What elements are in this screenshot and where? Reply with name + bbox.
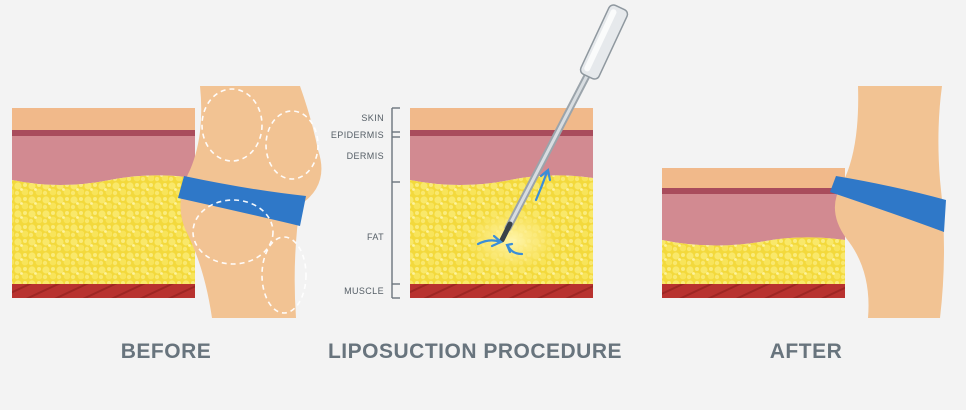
procedure-epidermis-layer <box>410 130 593 137</box>
fat-flow-arrow-icon <box>476 167 552 256</box>
after-tissue-block <box>662 168 845 298</box>
procedure-muscle-layer <box>410 284 593 298</box>
caption-before: BEFORE <box>120 340 212 363</box>
layer-bracket <box>391 107 400 299</box>
before-body-silhouette <box>178 86 322 318</box>
liposuction-cannula-icon <box>499 4 629 243</box>
label-dermis: DERMIS <box>346 151 384 161</box>
caption-procedure: LIPOSUCTION PROCEDURE <box>327 340 623 363</box>
after-body-silhouette <box>830 86 946 318</box>
procedure-tissue-block <box>410 108 593 298</box>
after-muscle-layer <box>662 284 845 298</box>
before-muscle-layer <box>12 284 195 298</box>
caption-after: AFTER <box>769 340 843 363</box>
label-fat: FAT <box>366 232 384 242</box>
before-tissue-block <box>12 108 195 298</box>
before-underwear-band <box>178 176 306 226</box>
before-dermis-layer <box>12 136 195 185</box>
after-dermis-layer <box>662 194 845 246</box>
before-fat-layer <box>12 175 195 284</box>
after-epidermis-layer <box>662 188 845 195</box>
suction-zone <box>462 206 562 274</box>
before-skin-layer <box>12 108 195 132</box>
after-skin-layer <box>662 168 845 190</box>
label-muscle: MUSCLE <box>344 286 384 296</box>
label-epidermis: EPIDERMIS <box>330 130 384 140</box>
before-epidermis-layer <box>12 130 195 137</box>
label-skin: SKIN <box>361 113 384 123</box>
after-fat-layer <box>662 237 845 284</box>
after-underwear-band <box>830 176 946 232</box>
